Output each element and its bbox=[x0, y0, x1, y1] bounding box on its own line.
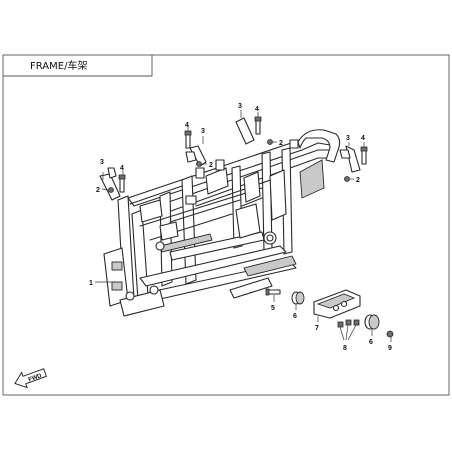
callout-2-right: 2 bbox=[356, 177, 360, 184]
callout-4-top: 4 bbox=[255, 106, 259, 113]
nut-left bbox=[108, 187, 114, 193]
callout-2-top: 2 bbox=[279, 140, 283, 147]
title-box: FRAME/车架 bbox=[3, 55, 153, 77]
bushing-left bbox=[291, 291, 305, 305]
pin-part bbox=[265, 288, 281, 296]
bolt-top bbox=[254, 116, 262, 135]
bolt-left bbox=[118, 174, 126, 193]
bolt-set bbox=[337, 319, 360, 328]
callouts: 1 3 4 2 4 3 2 3 4 2 3 4 2 5 6 7 8 6 9 bbox=[89, 103, 392, 352]
callout-2-upper: 2 bbox=[209, 162, 213, 169]
callout-3-left: 3 bbox=[100, 159, 104, 166]
callout-7: 7 bbox=[315, 325, 319, 332]
callout-3-right: 3 bbox=[346, 135, 350, 142]
callout-8: 8 bbox=[343, 345, 347, 352]
bracket-left bbox=[99, 167, 121, 201]
fwd-label: FWD bbox=[28, 373, 44, 384]
nut-top bbox=[267, 139, 273, 145]
callout-4-left: 4 bbox=[120, 165, 124, 172]
callout-9: 9 bbox=[388, 345, 392, 352]
bracket-upper-mid bbox=[185, 145, 207, 167]
bracket-top bbox=[235, 117, 255, 145]
callout-2-left: 2 bbox=[96, 187, 100, 194]
nut-9 bbox=[386, 330, 394, 338]
nut-upper-mid bbox=[196, 161, 202, 167]
callout-4-right: 4 bbox=[361, 135, 365, 142]
bolt-right bbox=[360, 146, 368, 165]
callout-3-top: 3 bbox=[238, 103, 242, 110]
diagram-title: FRAME/车架 bbox=[30, 59, 87, 72]
callout-6-right: 6 bbox=[369, 339, 373, 346]
callout-1: 1 bbox=[89, 280, 93, 287]
bolt-upper-mid bbox=[184, 130, 192, 149]
mount-bracket bbox=[313, 289, 361, 319]
fwd-arrow-icon: FWD bbox=[14, 368, 48, 389]
leader-lines bbox=[95, 110, 392, 342]
callout-4-upper: 4 bbox=[185, 122, 189, 129]
nut-right bbox=[344, 176, 350, 182]
callout-6-left: 6 bbox=[293, 313, 297, 320]
callout-5: 5 bbox=[271, 305, 275, 312]
main-frame bbox=[103, 129, 341, 317]
bracket-right bbox=[339, 145, 361, 173]
bushing-right bbox=[364, 314, 380, 330]
callout-3-upper: 3 bbox=[201, 128, 205, 135]
diagram-border bbox=[2, 54, 450, 396]
